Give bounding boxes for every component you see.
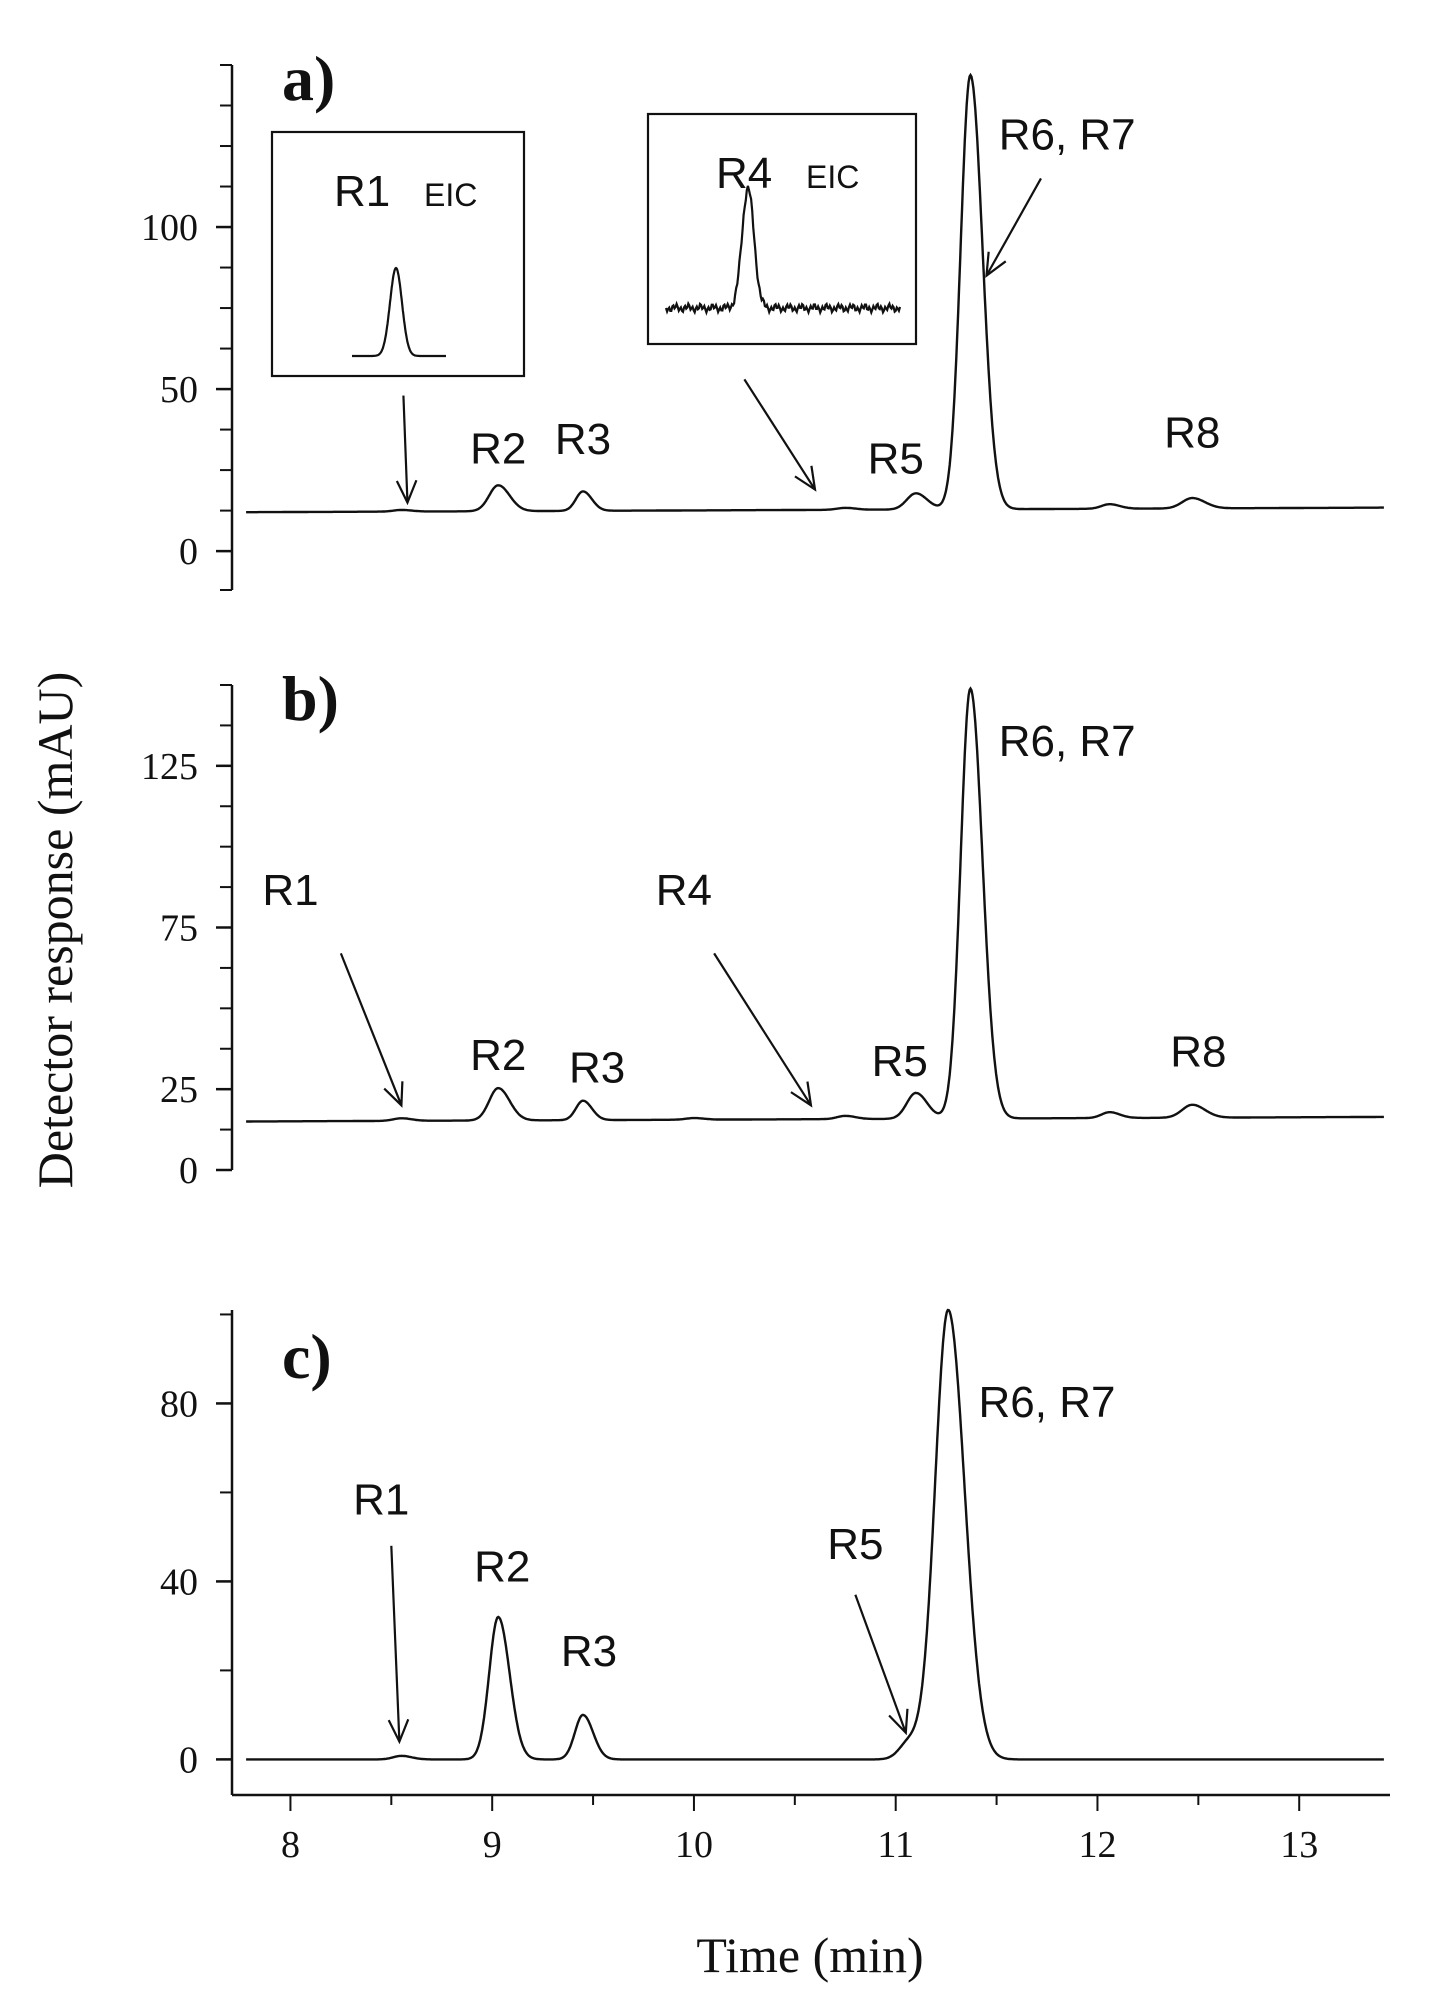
y-tick-label: 0 <box>179 531 198 573</box>
peak-label: R5 <box>827 1520 883 1569</box>
y-tick-label: 0 <box>179 1739 198 1781</box>
arrow-line <box>402 395 409 503</box>
peak-label: R3 <box>555 415 611 464</box>
y-tick-label: 0 <box>179 1150 198 1192</box>
y-tick-label: 50 <box>160 369 198 411</box>
arrow-line <box>985 177 1042 277</box>
y-tick-label: 75 <box>160 908 198 950</box>
chromatogram-trace <box>246 686 1384 1123</box>
peak-label: R3 <box>561 1627 617 1676</box>
peak-label: R8 <box>1164 408 1220 457</box>
y-tick-label: 40 <box>160 1561 198 1603</box>
arrow-line <box>339 952 403 1106</box>
arrow-head <box>395 479 418 506</box>
arrow-line <box>854 1594 907 1734</box>
eic-inset-trace <box>352 266 446 358</box>
chromatogram-trace <box>246 1308 1384 1761</box>
arrow-head <box>985 251 1007 279</box>
arrow-line <box>743 378 816 491</box>
peak-label: R6, R7 <box>979 1378 1116 1427</box>
x-tick-label: 9 <box>483 1824 502 1866</box>
eic-inset-subtitle: EIC <box>806 159 859 195</box>
peak-label: R4 <box>656 866 712 915</box>
arrow-line <box>390 1545 401 1742</box>
peak-label: R2 <box>470 425 526 474</box>
arrow-head <box>790 1081 813 1108</box>
eic-inset-box <box>270 130 526 378</box>
eic-inset-subtitle: EIC <box>424 177 477 213</box>
panel-label: a) <box>282 43 335 114</box>
peak-label: R6, R7 <box>999 110 1136 159</box>
x-axis-title: Time (min) <box>696 1927 923 1983</box>
peak-label: R1 <box>262 866 318 915</box>
y-axis-title: Detector response (mAU) <box>27 672 83 1188</box>
peak-label: R1 <box>353 1476 409 1525</box>
panel-label: c) <box>282 1321 332 1392</box>
eic-inset-title: R1 <box>334 167 390 216</box>
y-tick-label: 125 <box>141 746 198 788</box>
peak-label: R8 <box>1170 1028 1226 1077</box>
x-tick-label: 13 <box>1280 1824 1318 1866</box>
peak-label: R2 <box>470 1031 526 1080</box>
y-tick-label: 100 <box>141 207 198 249</box>
x-tick-label: 11 <box>877 1824 914 1866</box>
peak-label: R6, R7 <box>999 717 1136 766</box>
arrow-line <box>713 952 812 1106</box>
arrow-head <box>383 1081 404 1108</box>
peak-label: R3 <box>569 1044 625 1093</box>
peak-label: R5 <box>872 1037 928 1086</box>
arrow-head <box>794 465 817 492</box>
panel-label: b) <box>282 663 339 734</box>
x-tick-label: 12 <box>1078 1824 1116 1866</box>
peak-label: R5 <box>868 434 924 483</box>
eic-inset-title: R4 <box>716 149 772 198</box>
arrow-head <box>387 1718 410 1745</box>
x-axis-title-group: Time (min) <box>696 1927 923 1983</box>
arrow-head <box>888 1708 909 1736</box>
y-tick-label: 80 <box>160 1383 198 1425</box>
x-tick-label: 8 <box>281 1824 300 1866</box>
peak-label: R2 <box>474 1542 530 1591</box>
eic-inset-trace <box>664 185 902 316</box>
x-tick-label: 10 <box>675 1824 713 1866</box>
chromatogram-trace <box>246 72 1384 514</box>
y-tick-label: 25 <box>160 1069 198 1111</box>
